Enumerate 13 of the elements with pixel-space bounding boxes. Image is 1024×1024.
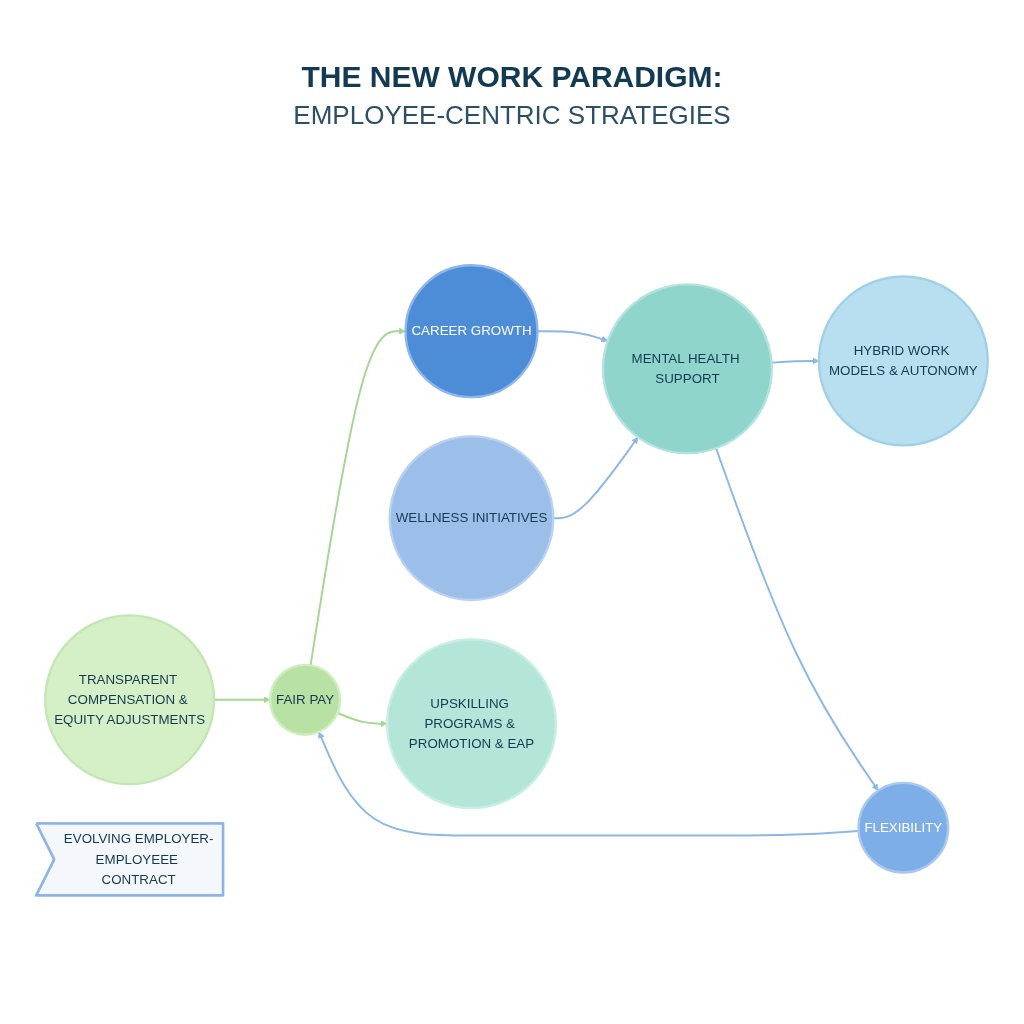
arrow [309, 327, 406, 666]
arrow [715, 446, 879, 791]
title: THE NEW WORK PARADIGM: [301, 60, 723, 94]
node-circle: FAIR PAY [268, 663, 342, 736]
node-circle: FLEXIBILITY [857, 781, 950, 874]
arrow [336, 711, 388, 727]
node-circle: UPSKILLING PROGRAMS & PROMOTION & EAP [385, 637, 558, 809]
node-circle: TRANSPARENT COMPENSATION & EQUITY ADJUSTMENTS [44, 613, 216, 786]
node-circle: HYBRID WORK MODELS & AUTONOMY [817, 275, 989, 447]
node-circle: WELLNESS INITIATIVES [388, 434, 555, 601]
node-circle: MENTAL HEALTH SUPPORT [601, 282, 773, 455]
node-circle: CAREER GROWTH [404, 263, 539, 399]
subtitle: EMPLOYEE-CENTRIC STRATEGIES [293, 100, 731, 131]
